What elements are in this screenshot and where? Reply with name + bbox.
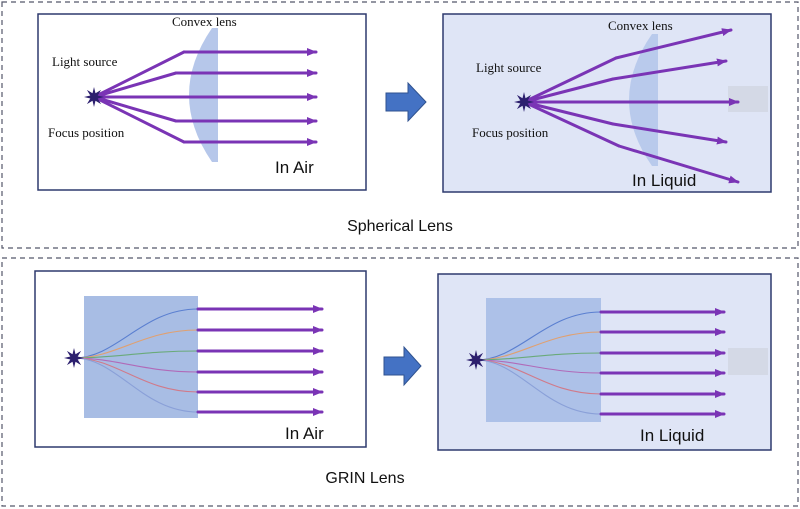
faded-patch	[728, 86, 768, 112]
ray-segment	[522, 100, 621, 148]
ray-arrow	[611, 58, 728, 81]
ray-group	[522, 28, 740, 184]
ray-segment	[522, 56, 618, 104]
ray-segment	[522, 100, 615, 126]
grin-liquid-panel: In Liquid	[437, 273, 772, 451]
focus-label: Focus position	[472, 125, 549, 140]
ray-group	[196, 305, 324, 416]
light-source-icon	[64, 348, 84, 368]
spherical-air-panel: Convex lens Light source Focus position …	[37, 13, 367, 191]
spherical-section-frame	[1, 1, 799, 249]
ray-segment	[92, 95, 178, 123]
grin-air-panel: In Air	[34, 270, 367, 448]
medium-label: In Air	[285, 424, 324, 443]
spherical-section-title: Spherical Lens	[347, 218, 453, 235]
gradient-curve	[475, 359, 602, 415]
medium-label: In Liquid	[632, 171, 696, 190]
convex-lens	[189, 28, 218, 162]
gradient-curve	[73, 357, 199, 393]
gradient-curve	[475, 359, 602, 374]
convex-lens	[629, 34, 658, 166]
ray-segment	[92, 95, 186, 144]
gradient-curve	[475, 359, 602, 395]
gradient-curves	[73, 308, 199, 413]
grin-section-title: GRIN Lens	[325, 470, 404, 487]
source-label: Light source	[476, 60, 542, 75]
gradient-curve	[73, 350, 199, 359]
spherical-liquid-panel: Convex lens Light source Focus position …	[442, 13, 772, 193]
transition-arrow-icon	[385, 81, 427, 123]
ray-segment	[522, 77, 615, 104]
light-source-icon	[84, 87, 104, 107]
ray-segment	[92, 50, 186, 99]
faded-patch	[728, 348, 768, 375]
grin-section-frame	[1, 257, 799, 507]
ray-segment	[92, 71, 178, 99]
gradient-curve	[73, 308, 199, 359]
gradient-curve	[73, 357, 199, 413]
gradient-curve	[73, 329, 199, 359]
gradient-curves	[475, 311, 602, 415]
ray-group	[599, 308, 726, 418]
ray-arrow	[614, 28, 733, 60]
ray-group	[92, 48, 318, 146]
ray-arrow	[617, 144, 740, 184]
light-source-icon	[514, 92, 534, 112]
gradient-curve	[475, 331, 602, 361]
focus-label: Focus position	[48, 125, 125, 140]
gradient-curve	[73, 357, 199, 373]
ray-arrow	[611, 122, 728, 145]
gradient-curve	[475, 352, 602, 361]
medium-label: In Air	[275, 158, 314, 177]
transition-arrow-icon	[383, 345, 422, 387]
lens-label: Convex lens	[608, 18, 673, 33]
grin-lens	[486, 298, 601, 422]
gradient-curve	[475, 311, 602, 361]
source-label: Light source	[52, 54, 118, 69]
medium-label: In Liquid	[640, 426, 704, 445]
lens-label: Convex lens	[172, 14, 237, 29]
light-source-icon	[466, 350, 486, 370]
